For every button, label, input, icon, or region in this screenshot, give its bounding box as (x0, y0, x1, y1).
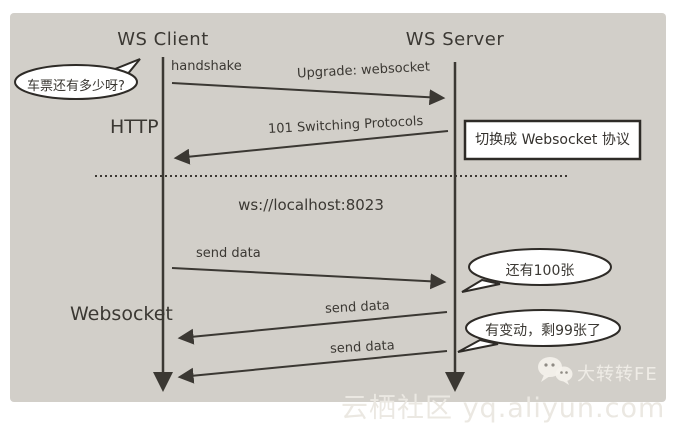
server-answer-1-text: 还有100张 (505, 263, 575, 279)
http-phase-label: HTTP (110, 116, 159, 138)
ws-server-title: WS Server (405, 29, 505, 50)
switch-protocol-note-box (463, 119, 642, 161)
server-answer-bubble-1-tail (461, 278, 501, 293)
server-answer-bubble-2 (465, 309, 621, 347)
ws-url-label: ws://localhost:8023 (238, 196, 384, 214)
server-answer-2-text: 有变动，剩99张了 (485, 323, 601, 339)
send-data-arrow-1 (171, 267, 447, 290)
handshake-arrow (171, 82, 446, 106)
ws-client-title: WS Client (117, 29, 209, 50)
switching-protocols-arrow (173, 130, 449, 165)
send-data-label-1: send data (196, 246, 261, 261)
handshake-label: handshake (171, 59, 242, 74)
community-watermark: 云栖社区 yq.aliyun.com (341, 393, 666, 424)
client-question-bubble (14, 64, 138, 100)
send-data-arrow-3 (177, 350, 448, 384)
server-answer-bubble-2-tail (457, 338, 499, 353)
switch-protocol-note-label: 切换成 Websocket 协议 (475, 132, 630, 148)
client-question-text: 车票还有多少呀? (27, 79, 125, 94)
server-answer-bubble-1 (468, 248, 612, 286)
send-data-arrow-2 (177, 311, 448, 345)
wechat-account-watermark: 大转转FE (577, 364, 658, 385)
websocket-phase-label: Websocket (70, 303, 173, 325)
wechat-icon (538, 357, 573, 385)
